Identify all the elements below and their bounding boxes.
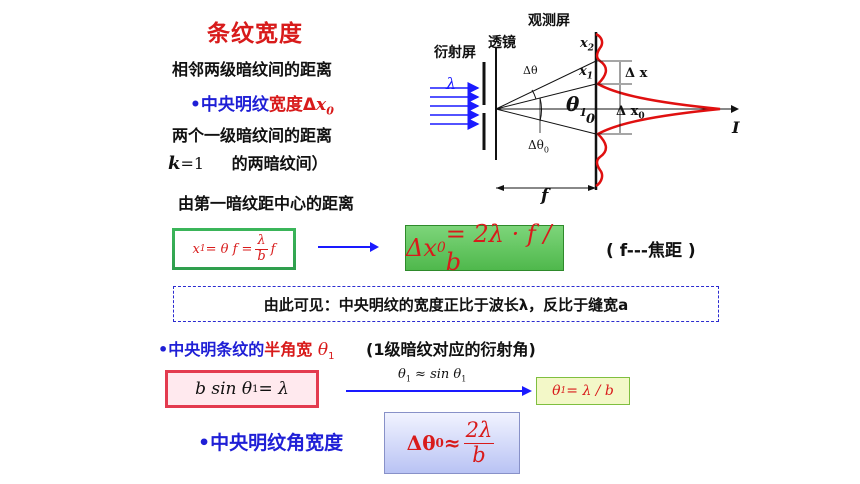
eq5-den: b xyxy=(472,442,486,467)
half-angle-prefix: •中央明条纹的 xyxy=(158,340,265,359)
width-var: x xyxy=(316,95,327,115)
dx0-label: Δ x0 xyxy=(616,104,645,122)
width-sub: 0 xyxy=(326,104,334,118)
screen-label: 观测屏 xyxy=(528,13,570,29)
eq4-rhs: = λ / b xyxy=(566,383,614,399)
eq5-approx: ≈ xyxy=(443,431,461,455)
dtheta-label: Δθ xyxy=(523,64,538,77)
eq4-theta: θ xyxy=(552,383,561,399)
half-angle-sub: 1 xyxy=(328,351,335,363)
right-arrow-icon xyxy=(318,242,379,252)
focal-label: f xyxy=(541,186,549,206)
half-angle-label: 半角宽 xyxy=(264,340,313,359)
dx-label: Δ x xyxy=(625,66,648,81)
eq1-num: λ xyxy=(255,233,268,250)
text-adjacent-distance: 相邻两级暗纹间的距离 xyxy=(172,60,333,79)
theta1-sub: 1 xyxy=(579,106,587,119)
focal-length-note: ( f---焦距 ) xyxy=(606,241,696,261)
approx-sub2: 1 xyxy=(461,374,467,384)
half-angle-theta: θ xyxy=(317,340,329,360)
eq5-num: 2λ xyxy=(463,418,495,444)
k-rest: 的两暗纹间） xyxy=(231,154,328,173)
x1-var: x xyxy=(579,64,587,79)
lens-label: 透镜 xyxy=(488,35,516,51)
x2-sub: 2 xyxy=(587,43,595,54)
diffraction-diagram xyxy=(430,32,739,191)
page-title: 条纹宽度 xyxy=(207,21,303,47)
eq2-sub: 0 xyxy=(436,240,446,256)
text-central-width: •中央明纹宽度Δx0 xyxy=(190,90,334,117)
eq1-sub: 1 xyxy=(199,244,206,254)
eq5-lhs: Δθ xyxy=(406,431,436,455)
half-angle-note: (1级暗纹对应的衍射角) xyxy=(366,340,536,359)
x2-label: x2 xyxy=(580,36,594,54)
eq5-sub: 0 xyxy=(435,436,444,450)
slit-label: 衍射屏 xyxy=(434,45,476,61)
eq1-mid: = θ f = xyxy=(205,241,253,257)
approx-theta: θ xyxy=(398,367,406,382)
central-bright-label: •中央明纹 xyxy=(190,95,269,115)
angle-width-text: •中央明纹角宽度 xyxy=(198,432,344,454)
theta1-var: θ xyxy=(566,92,580,116)
eq4-sub: 1 xyxy=(560,386,567,396)
x2-var: x xyxy=(580,36,588,51)
text-k-equals-1: k=1 的两暗纹间） xyxy=(168,150,328,174)
incoming-rays xyxy=(430,82,480,130)
dx0-sub: 0 xyxy=(638,111,645,122)
origin-label: 0 xyxy=(586,112,596,127)
conclusion-box: 由此可见：中央明纹的宽度正比于波长λ，反比于缝宽a xyxy=(173,286,719,322)
dtheta0-sub: 0 xyxy=(543,145,549,155)
eq1-den: b xyxy=(257,248,266,264)
eq1-x: x xyxy=(192,241,200,257)
dtheta0-var: Δθ xyxy=(528,138,544,152)
eq3-rhs: = λ xyxy=(258,379,289,399)
eq1-tail: f xyxy=(270,241,276,257)
k-var: k xyxy=(168,153,181,174)
intensity-label: I xyxy=(732,118,740,137)
right-arrow-icon-2 xyxy=(346,386,532,396)
intensity-curve xyxy=(595,32,721,188)
text-first-dark-center: 由第一暗纹距中心的距离 xyxy=(178,194,355,213)
eq3-sub: 1 xyxy=(252,383,259,395)
dx0-var: Δ x xyxy=(616,104,639,119)
k-eq: =1 xyxy=(180,154,205,173)
approx-label: θ1 ≈ sin θ1 xyxy=(398,367,466,384)
lambda-label: λ xyxy=(446,74,457,93)
angle-width-label: •中央明纹角宽度 xyxy=(198,428,343,455)
theta1-label: θ1 xyxy=(566,92,587,119)
approx-mid: ≈ sin θ xyxy=(410,367,462,382)
x1-label: x1 xyxy=(579,64,593,82)
eq2-rhs: = 2λ · f / b xyxy=(445,220,552,276)
width-label: 宽度Δ xyxy=(268,95,317,115)
half-angle-line: •中央明条纹的半角宽 θ1 (1级暗纹对应的衍射角) xyxy=(158,336,536,362)
text-first-dark-distance: 两个一级暗纹间的距离 xyxy=(172,126,333,145)
approx-sub1: 1 xyxy=(405,374,411,384)
eq3-text: b sin θ xyxy=(195,379,253,399)
dtheta0-label: Δθ0 xyxy=(528,138,549,154)
eq2-dx: Δx xyxy=(406,234,437,262)
x1-sub: 1 xyxy=(586,71,594,82)
